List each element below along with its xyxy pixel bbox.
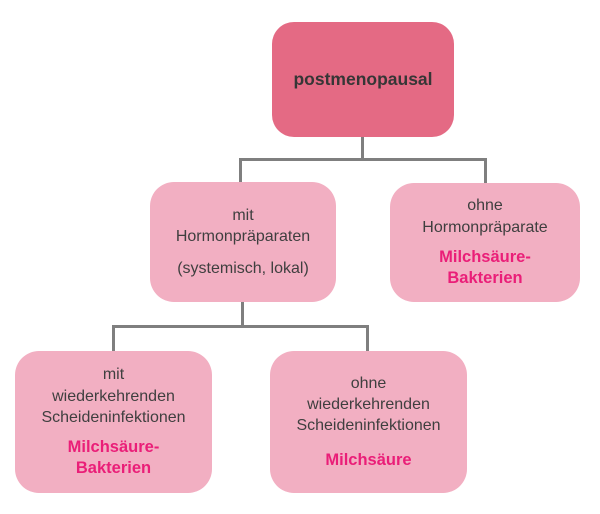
connector-to-without-hormones — [484, 158, 487, 186]
recommendation-line: Milchsäure- — [67, 437, 160, 456]
connector-bottom-horizontal — [112, 325, 369, 328]
node-label: mit wiederkehrenden Scheideninfektionen — [41, 364, 185, 427]
node-label-line: Scheideninfektionen — [296, 416, 441, 434]
node-without-hormones: ohne Hormonpräparate Milchsäure- Bakteri… — [390, 183, 580, 302]
node-recommendation: Milchsäure- Bakterien — [439, 247, 531, 290]
node-without-infections: ohne wiederkehrenden Scheideninfektionen… — [270, 351, 467, 493]
node-label-line: ohne — [350, 374, 387, 392]
connector-root-stem — [361, 133, 364, 160]
node-label: ohne wiederkehrenden Scheideninfektionen — [296, 373, 440, 436]
connector-hormones-stem — [241, 299, 244, 327]
node-label-line: ohne — [467, 197, 503, 215]
connector-to-with-infections — [112, 325, 115, 354]
node-with-infections: mit wiederkehrenden Scheideninfektionen … — [15, 351, 212, 493]
connector-to-with-hormones — [239, 158, 242, 185]
node-label-line: wiederkehrenden — [307, 395, 430, 413]
node-label: ohne Hormonpräparate — [422, 195, 547, 237]
node-label-line: Scheideninfektionen — [41, 408, 186, 426]
node-recommendation: Milchsäure — [325, 450, 411, 471]
recommendation-line: Milchsäure- — [439, 247, 531, 266]
node-label-line: mit — [102, 366, 125, 384]
node-label: mit Hormonpräparaten — [176, 205, 310, 247]
node-label-line: wiederkehrenden — [52, 387, 175, 405]
node-label-line: Hormonpräparate — [422, 218, 548, 236]
recommendation-line: Bakterien — [75, 459, 152, 478]
recommendation-line: Bakterien — [447, 269, 523, 288]
node-label-line: postmenopausal — [293, 68, 433, 89]
node-postmenopausal: postmenopausal — [272, 22, 454, 137]
node-label-line: mit — [232, 207, 254, 225]
node-sublabel: (systemisch, lokal) — [177, 259, 309, 277]
connector-top-horizontal — [239, 158, 487, 161]
node-recommendation: Milchsäure- Bakterien — [68, 437, 160, 480]
recommendation-line: Milchsäure — [325, 450, 412, 469]
node-label-line: Hormonpräparaten — [175, 228, 311, 246]
node-with-hormones: mit Hormonpräparaten (systemisch, lokal) — [150, 182, 336, 302]
connector-to-without-infections — [366, 325, 369, 354]
